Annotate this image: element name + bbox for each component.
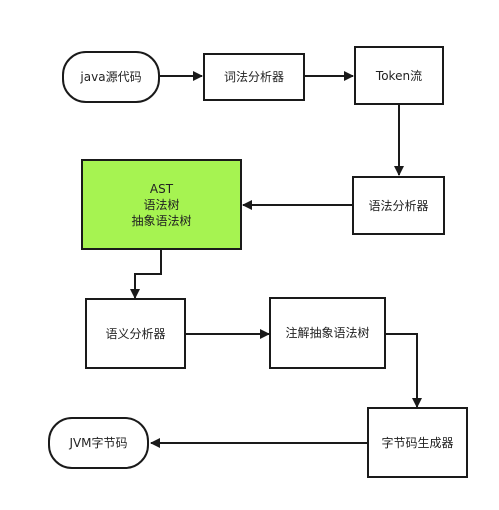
node-annotated-ast: 注解抽象语法树 (269, 297, 386, 369)
node-ast-line-3: 抽象语法树 (131, 213, 192, 228)
node-ast-line-1: AST (149, 181, 174, 196)
node-bytecode-generator-label: 字节码生成器 (381, 435, 454, 450)
node-jvm-bytecode-label: JVM字节码 (69, 436, 128, 450)
node-parser-label: 语法分析器 (368, 198, 429, 213)
node-jvm-bytecode: JVM字节码 (48, 417, 149, 469)
node-bytecode-generator: 字节码生成器 (367, 407, 468, 478)
node-semantic-analyzer: 语义分析器 (85, 298, 186, 369)
node-ast-line-2: 语法树 (143, 197, 180, 212)
node-lexer: 词法分析器 (203, 53, 305, 101)
edge-annotated-ast-to-bytecode-generator (385, 333, 422, 408)
node-ast: AST 语法树 抽象语法树 (81, 159, 242, 250)
node-java-source-label: java源代码 (80, 70, 142, 84)
node-java-source: java源代码 (62, 51, 160, 103)
node-parser: 语法分析器 (352, 176, 445, 235)
node-lexer-label: 词法分析器 (223, 70, 284, 84)
node-annotated-ast-label: 注解抽象语法树 (285, 326, 370, 340)
node-token-stream: Token流 (354, 46, 444, 105)
edge-ast-to-semantic-analyzer (130, 250, 162, 299)
node-semantic-analyzer-label: 语义分析器 (105, 326, 166, 341)
node-token-stream-label: Token流 (375, 68, 423, 83)
